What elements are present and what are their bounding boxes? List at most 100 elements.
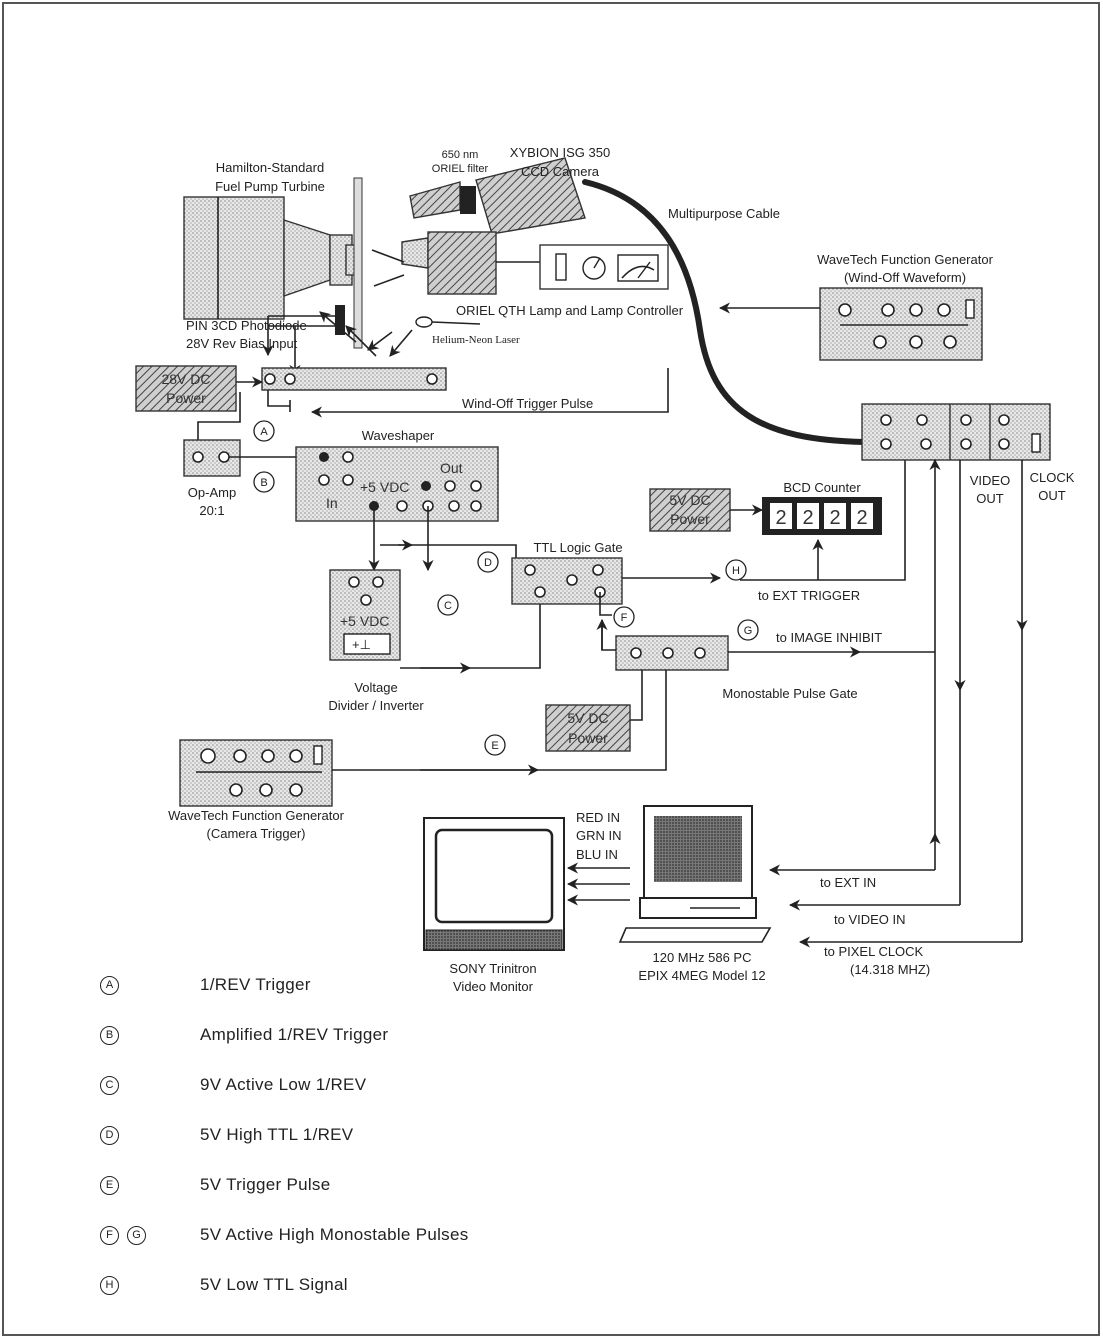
power5-bot-label-line1: 5V DC (567, 710, 608, 726)
legend-row: E 5V Trigger Pulse (100, 1160, 800, 1210)
blu-in-label: BLU IN (576, 847, 618, 862)
video-out-label-line2: OUT (976, 491, 1004, 506)
helium-neon-laser (415, 316, 481, 328)
waveshaper-out-label: Out (440, 460, 463, 476)
divider-label-line1: Voltage (354, 680, 397, 695)
divider-label-line2: Divider / Inverter (328, 698, 424, 713)
svg-text:D: D (484, 557, 492, 569)
photodiode-label-line1: PIN 3CD Photodiode (186, 318, 307, 333)
function-generator-camera-trigger (179, 739, 333, 807)
wind-off-trigger-line (310, 368, 669, 418)
grn-in-label: GRN IN (576, 828, 622, 843)
qth-lamp (401, 231, 540, 295)
multipurpose-cable (582, 179, 868, 445)
gen-top-label-line1: WaveTech Function Generator (817, 252, 993, 267)
power5-top-label-line1: 5V DC (669, 492, 710, 508)
monitor-label-line2: Video Monitor (453, 979, 534, 994)
pixel-clock-label-line2: (14.318 MHZ) (850, 962, 930, 977)
pixel-clock-label-line1: to PIXEL CLOCK (824, 944, 924, 959)
legend-marks: E (100, 1175, 200, 1195)
opamp-label-line1: Op-Amp (188, 485, 236, 500)
camera-label-line1: XYBION ISG 350 (510, 145, 610, 160)
legend-marks: D (100, 1125, 200, 1145)
power28-label-line2: Power (166, 390, 206, 406)
camera-label-line2: CCD Camera (521, 164, 600, 179)
legend-text: 5V Active High Monostable Pulses (200, 1225, 469, 1244)
photodiode-terminal-strip (261, 367, 447, 391)
legend-marker: F (100, 1225, 119, 1245)
clock-out-label-line1: CLOCK (1030, 470, 1075, 485)
function-generator-wind-off (819, 287, 983, 361)
power-5v-dc-top (649, 488, 764, 532)
marker-e: E (484, 734, 506, 756)
legend-marker: H (100, 1275, 119, 1295)
legend-marks: H (100, 1275, 200, 1295)
legend-text: 5V High TTL 1/REV (200, 1125, 354, 1144)
legend-row: D 5V High TTL 1/REV (100, 1110, 800, 1160)
marker-f: F (613, 606, 635, 628)
mono-gate-label: Monostable Pulse Gate (722, 686, 857, 701)
svg-text:B: B (260, 477, 267, 489)
ext-in-label: to EXT IN (820, 875, 876, 890)
svg-text:E: E (491, 740, 498, 752)
ccd-camera (409, 157, 586, 235)
gen-top-label-line2: (Wind-Off Waveform) (844, 270, 966, 285)
legend-marks: A (100, 975, 200, 995)
bcd-digit-1: 2 (775, 507, 786, 529)
wind-off-trigger-label: Wind-Off Trigger Pulse (462, 396, 593, 411)
legend-text: 1/REV Trigger (200, 975, 311, 994)
legend-text: 9V Active Low 1/REV (200, 1075, 367, 1094)
monostable-pulse-gate (615, 635, 729, 671)
gen-bot-label-line2: (Camera Trigger) (207, 826, 306, 841)
video-out-label-line1: VIDEO (970, 473, 1010, 488)
waveshaper (295, 446, 499, 522)
legend-marker: B (100, 1025, 119, 1045)
power5-top-label-line2: Power (670, 511, 710, 527)
turbine-label-line1: Hamilton-Standard (216, 160, 324, 175)
filter-label-line2: ORIEL filter (432, 163, 489, 175)
bcd-digit-4: 2 (856, 507, 867, 529)
svg-text:C: C (444, 600, 452, 612)
cable-label: Multipurpose Cable (668, 206, 780, 221)
bcd-digit-2: 2 (802, 507, 813, 529)
legend-marker: D (100, 1125, 119, 1145)
op-amp (183, 439, 241, 477)
red-in-label: RED IN (576, 810, 620, 825)
breakout-box (861, 403, 1051, 461)
video-in-label: to VIDEO IN (834, 912, 906, 927)
experimental-setup-diagram: Hamilton-Standard Fuel Pump Turbine 650 … (135, 145, 1075, 994)
ext-trigger-label: to EXT TRIGGER (758, 588, 860, 603)
marker-b: B (253, 471, 275, 493)
waveshaper-in-label: In (326, 495, 338, 511)
marker-a: A (253, 420, 275, 442)
filter-label-line1: 650 nm (442, 149, 479, 161)
legend-text: 5V Trigger Pulse (200, 1175, 331, 1194)
legend-row: C 9V Active Low 1/REV (100, 1060, 800, 1110)
battery-symbol: +⊥ (352, 637, 371, 652)
clock-out-label-line2: OUT (1038, 488, 1066, 503)
legend-text: 5V Low TTL Signal (200, 1275, 348, 1294)
opamp-label-line2: 20:1 (199, 503, 224, 518)
marker-d: D (477, 551, 499, 573)
monitor-label-line1: SONY Trinitron (449, 961, 536, 976)
gen-bot-label-line1: WaveTech Function Generator (168, 808, 344, 823)
divider-vdc-label: +5 VDC (340, 613, 389, 629)
legend-marker: C (100, 1075, 119, 1095)
marker-c: C (437, 594, 459, 616)
power28-label-line1: 28V DC (161, 371, 210, 387)
legend-marks: C (100, 1075, 200, 1095)
svg-text:G: G (744, 625, 753, 637)
legend-marker: E (100, 1175, 119, 1195)
legend-marks: B (100, 1025, 200, 1045)
power-28v-dc (135, 365, 264, 412)
lamp-label: ORIEL QTH Lamp and Lamp Controller (456, 303, 684, 318)
turbine-label-line2: Fuel Pump Turbine (215, 179, 325, 194)
bcd-counter: 2 2 2 2 (762, 497, 882, 535)
image-inhibit-label: to IMAGE INHIBIT (776, 630, 882, 645)
svg-text:H: H (732, 565, 740, 577)
